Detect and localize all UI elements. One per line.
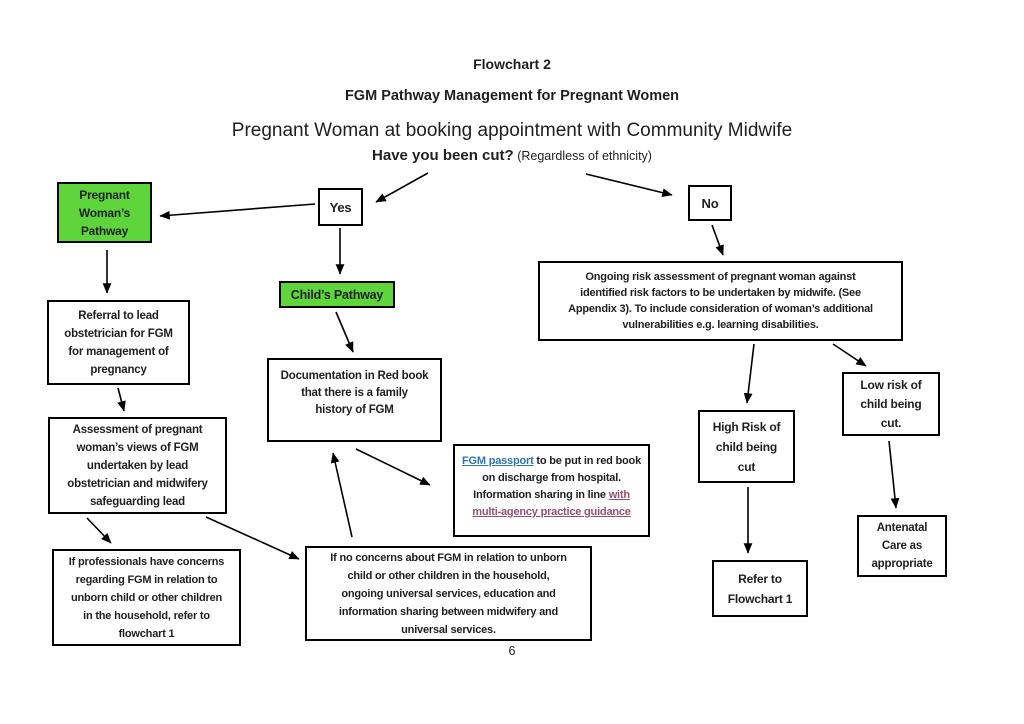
- node-referral-to-obstetrician: Referral to lead obstetrician for FGM fo…: [47, 300, 190, 385]
- arrow-if-no-concerns-to-documentation: [330, 452, 353, 538]
- flowchart-main-title: FGM Pathway Management for Pregnant Wome…: [344, 88, 680, 104]
- arrow-childs-pathway-to-documentation: [335, 311, 354, 353]
- arrow-ongoing-risk-to-low-risk: [832, 343, 867, 367]
- node-assessment-of-views: Assessment of pregnant woman’s views of …: [48, 417, 227, 514]
- arrow-ongoing-risk-to-high-risk: [743, 343, 755, 404]
- question-note: (Regardless of ethnicity): [513, 149, 652, 163]
- node-yes: Yes: [318, 188, 363, 226]
- question-text: Have you been cut?: [372, 147, 514, 164]
- flowchart-number-title: Flowchart 2: [473, 56, 551, 72]
- arrow-documentation-to-fgm-passport: [355, 448, 431, 486]
- question-line: Have you been cut? (Regardless of ethnic…: [0, 147, 1024, 164]
- flowchart-subtitle: Pregnant Woman at booking appointment wi…: [231, 120, 793, 141]
- node-fgm-passport: FGM passport to be put in red book on di…: [453, 444, 650, 537]
- node-ongoing-risk-assessment: Ongoing risk assessment of pregnant woma…: [538, 261, 903, 341]
- arrow-no-to-ongoing-risk: [711, 224, 724, 256]
- node-if-no-concerns: If no concerns about FGM in relation to …: [305, 546, 592, 641]
- node-childs-pathway: Child’s Pathway: [279, 281, 395, 308]
- multi-agency-guidance-link[interactable]: with multi-agency practice guidance: [472, 489, 631, 518]
- arrow-low-risk-to-antenatal: [888, 440, 900, 509]
- node-documentation-red-book: Documentation in Red book that there is …: [267, 358, 442, 442]
- node-antenatal-care: Antenatal Care as appropriate: [857, 515, 947, 577]
- node-refer-to-flowchart-1: Refer to Flowchart 1: [712, 560, 808, 617]
- node-high-risk: High Risk of child being cut: [698, 410, 795, 483]
- arrow-yes-to-pregnant-pathway: [159, 203, 316, 220]
- arrow-referral-to-assessment: [117, 387, 126, 412]
- arrow-assessment-to-if-professionals: [86, 517, 112, 544]
- node-pregnant-womans-pathway: Pregnant Woman’s Pathway: [57, 182, 152, 243]
- node-if-professionals-concerns: If professionals have concerns regarding…: [52, 549, 241, 646]
- fgm-passport-link[interactable]: FGM passport: [462, 455, 534, 467]
- arrow-question-to-yes: [375, 172, 429, 203]
- page-number: 6: [508, 644, 516, 658]
- arrow-question-to-no: [585, 173, 673, 197]
- node-low-risk: Low risk of child being cut.: [842, 372, 940, 436]
- node-no: No: [688, 185, 732, 221]
- fgm-passport-text: to be put in red book on discharge from …: [473, 455, 641, 501]
